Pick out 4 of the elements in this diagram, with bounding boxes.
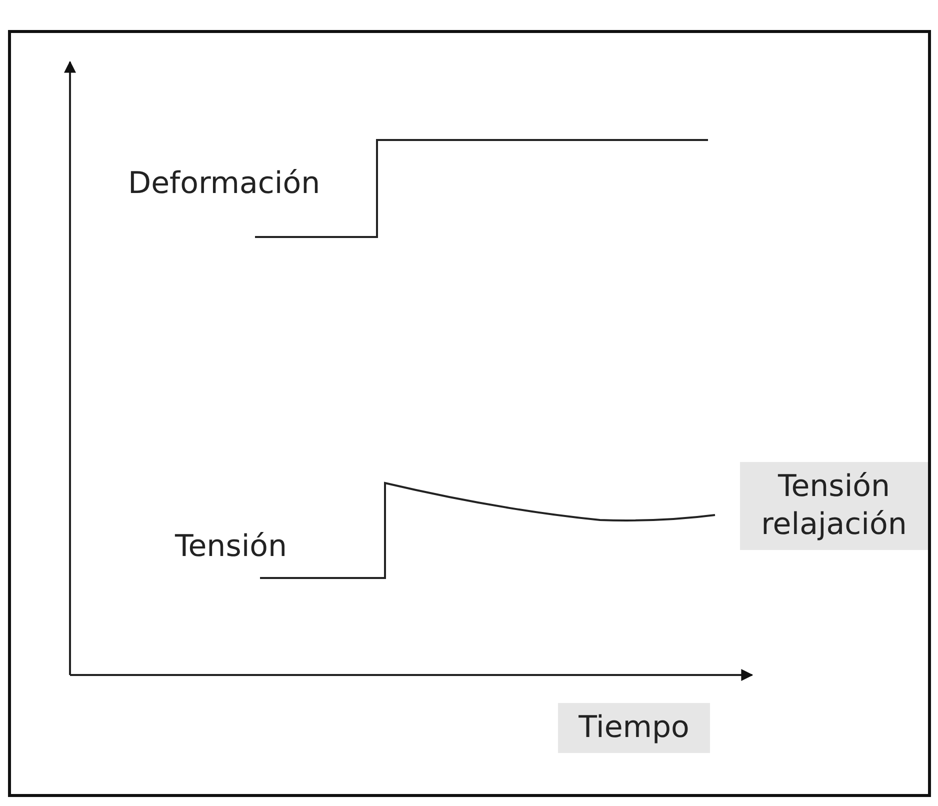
axis-label: Tensión <box>175 528 288 566</box>
axis-label: Deformación <box>128 165 320 203</box>
axis-label: Tensión relajación <box>740 462 928 550</box>
axis-label: Tiempo <box>558 703 710 753</box>
